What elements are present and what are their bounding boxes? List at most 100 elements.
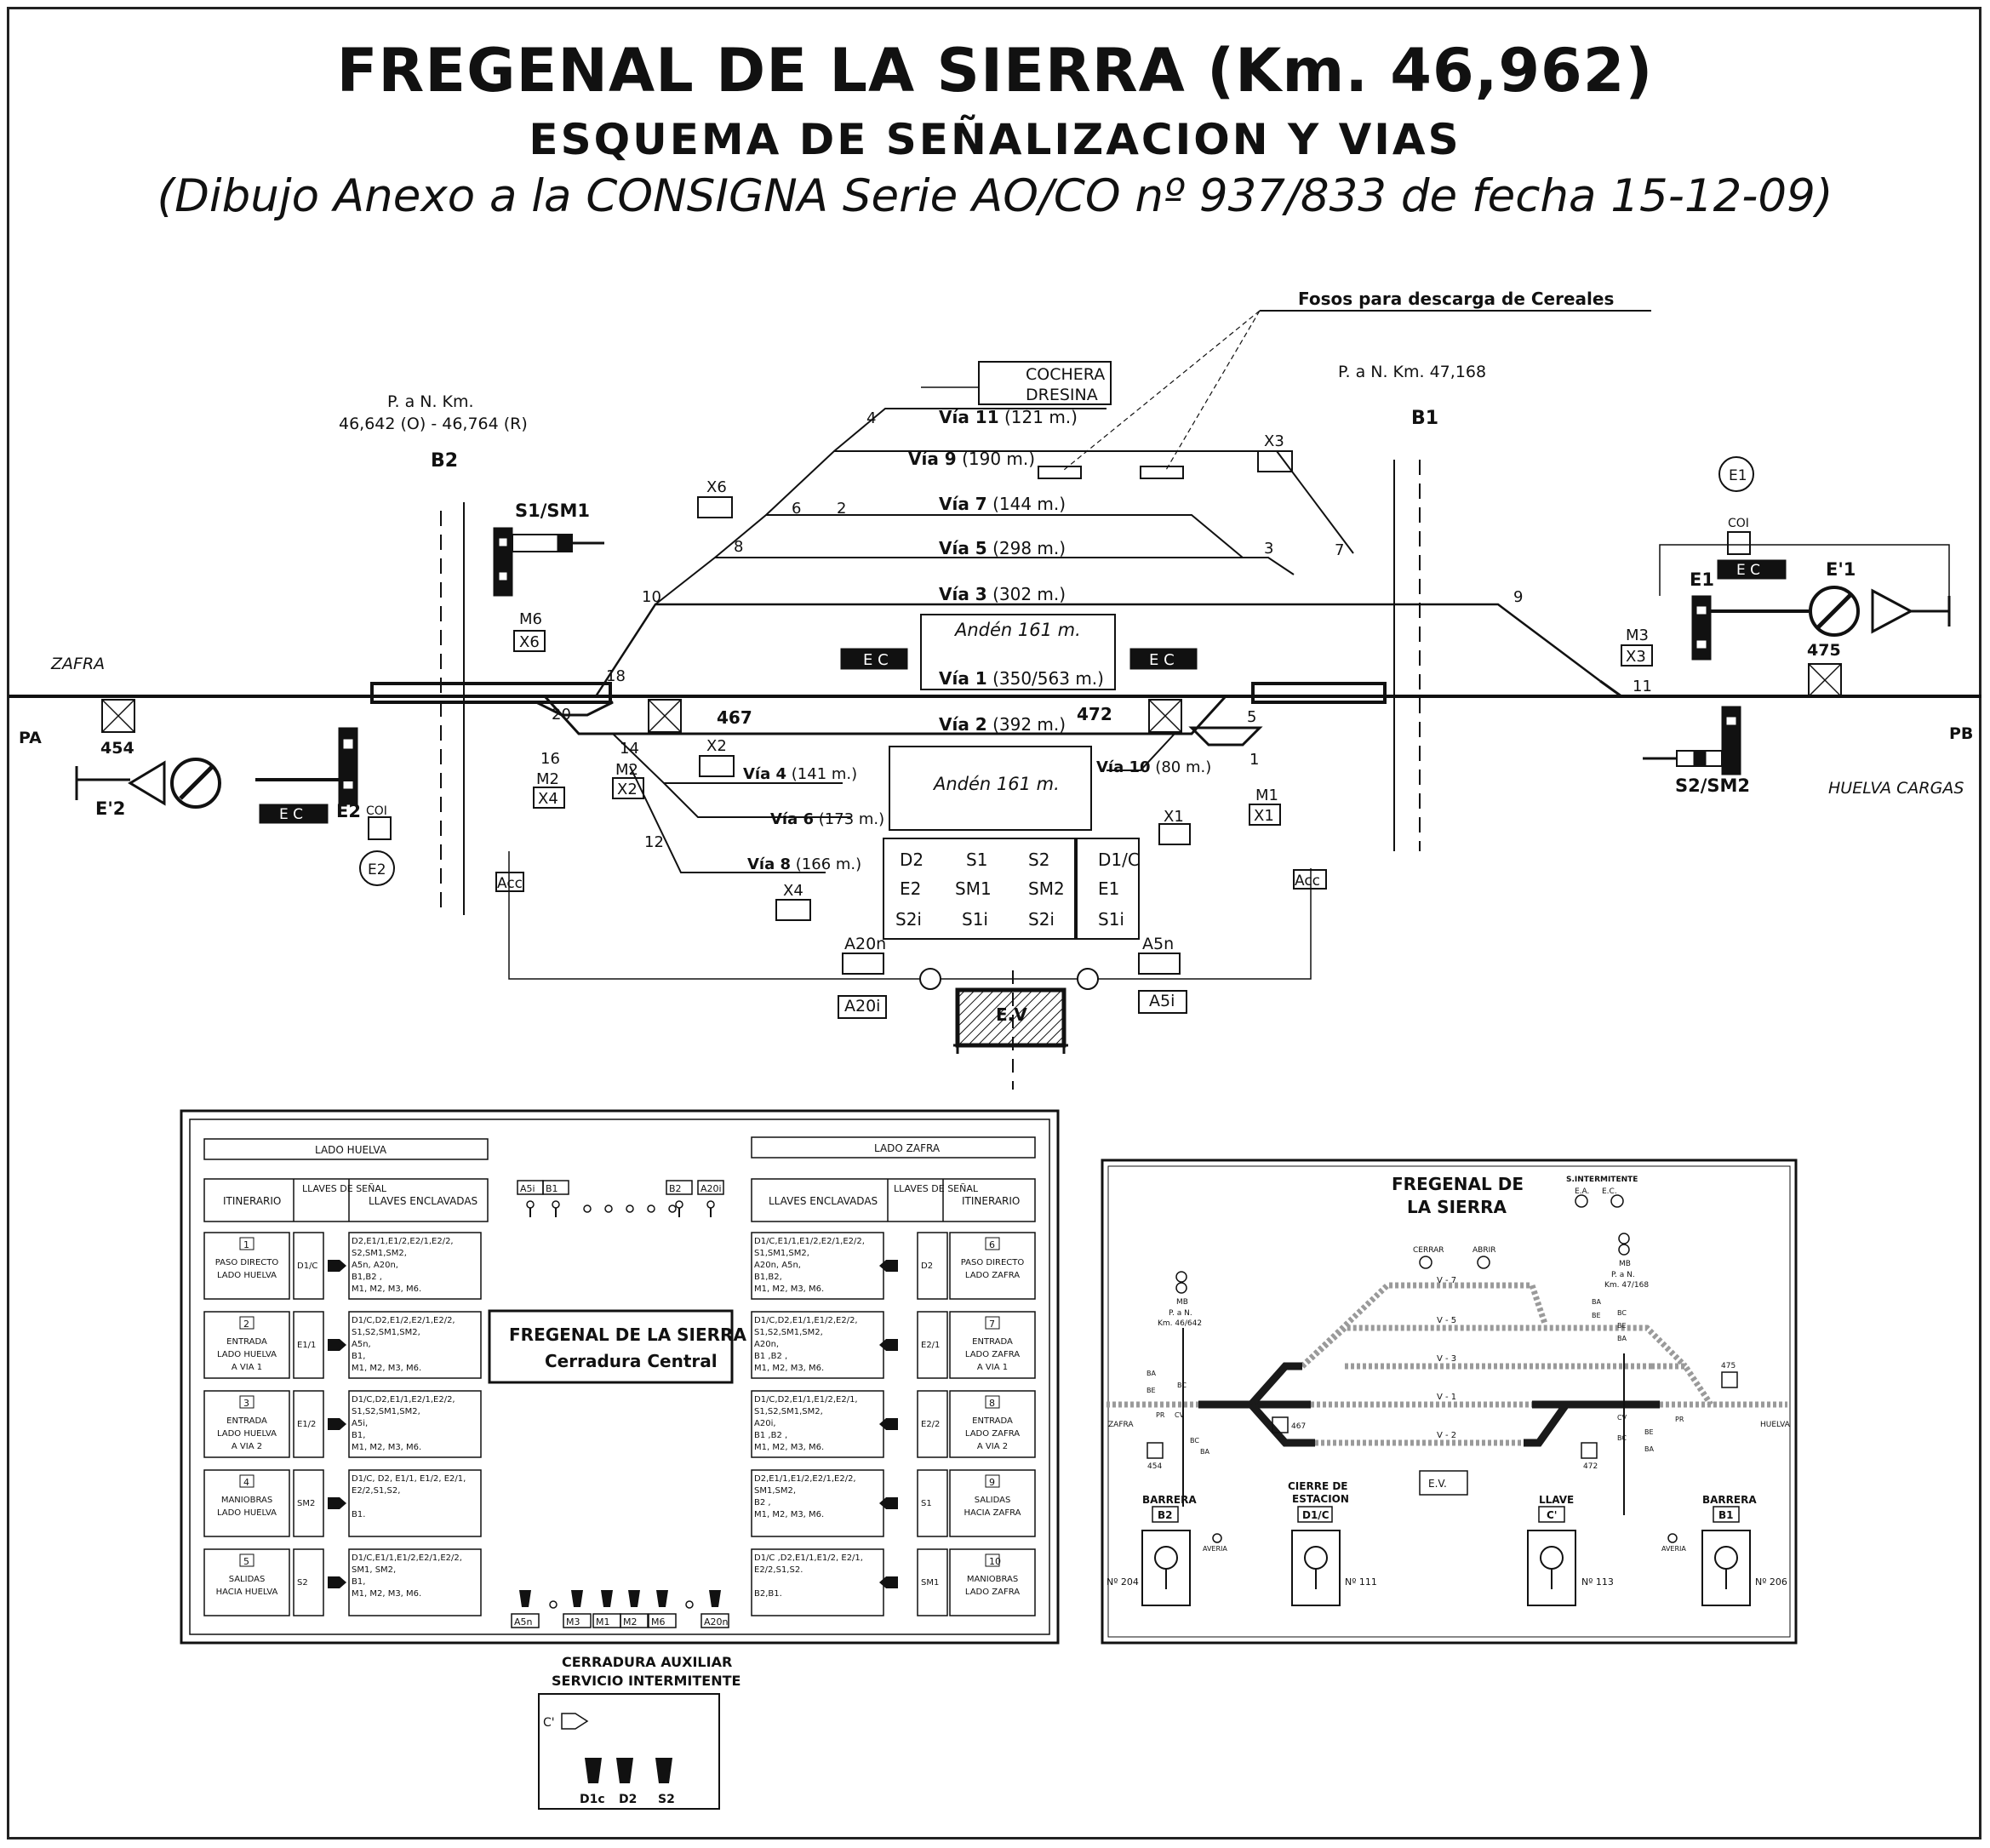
- cp-v2: V - 2: [1437, 1431, 1456, 1440]
- bottom-key-label: A5n: [514, 1616, 533, 1628]
- via-2: [543, 695, 1227, 735]
- cp-cerrar: CERRAR: [1413, 1246, 1444, 1255]
- n454-label: 454: [100, 739, 134, 758]
- lock-row-enclavadas: M1, M2, M3, M6.: [754, 1284, 824, 1294]
- via-6-label: Vía 6 (173 m.): [770, 810, 884, 828]
- top-key-label: A20i: [701, 1183, 722, 1194]
- lock-row-enclavadas: B1,B2,: [754, 1273, 782, 1282]
- switch-20: 20: [552, 706, 571, 724]
- signal-e1-head: [1691, 595, 1712, 661]
- box-x2-top: X2: [706, 737, 727, 755]
- h-llaves-l: LLAVES DE SEÑAL: [302, 1183, 387, 1194]
- lock-row-enclavadas: B2,B1.: [754, 1589, 782, 1599]
- lock-row-enclavadas: S2,SM1,SM2,: [352, 1249, 407, 1258]
- cp-small-7: PR: [1675, 1416, 1684, 1423]
- lock-row-itinerary: ENTRADA: [226, 1416, 267, 1426]
- cp-lock-num-1: Nº 111: [1345, 1576, 1377, 1588]
- switch-3: 3: [1264, 540, 1273, 558]
- lock-row-enclavadas: B1 ,B2 ,: [754, 1352, 787, 1361]
- cp-small-2: BC: [1177, 1382, 1187, 1389]
- drawing-frame: [7, 7, 1981, 1839]
- lock-row-enclavadas: D1/C,D2,E1/1,E1/2,E2/1,: [754, 1395, 858, 1405]
- s1sm1-label: S1/SM1: [515, 501, 590, 521]
- b1-label: B1: [1411, 408, 1438, 429]
- key-icon: [601, 1590, 613, 1607]
- huelva-cargas-label: HUELVA CARGAS: [1828, 779, 1964, 798]
- indicator-dot: [668, 1204, 677, 1213]
- via-5: [655, 557, 1295, 605]
- key-icon: [656, 1590, 668, 1607]
- cp-zafra: ZAFRA: [1108, 1421, 1134, 1429]
- lock-row-enclavadas: S1,S2,SM1,SM2,: [352, 1328, 420, 1337]
- anden-2: [889, 746, 1092, 831]
- aux-key-d2: D2: [619, 1793, 637, 1806]
- consigna-note: (Dibujo Anexo a la CONSIGNA Serie AO/CO …: [157, 170, 1833, 222]
- lock-row-itinerary: A VIA 1: [977, 1363, 1008, 1372]
- kp-left-1: E2: [900, 878, 921, 899]
- kp-right-1: E1: [1098, 878, 1119, 899]
- cp-intermitente: S.INTERMITENTE: [1566, 1176, 1638, 1184]
- switch-7: 7: [1335, 541, 1344, 559]
- key-box-right: [1076, 838, 1140, 940]
- central-lock-text: LADO HUELVA LADO ZAFRA ITINERARIO LLAVES…: [223, 1142, 1020, 1371]
- cp-small-6: PR: [1156, 1411, 1165, 1419]
- n467-label: 467: [717, 707, 752, 728]
- cp-mb-right: MB: [1619, 1260, 1631, 1268]
- lock-row-enclavadas: M1, M2, M3, M6.: [352, 1589, 421, 1599]
- cp-small-8: CV: [1617, 1414, 1627, 1422]
- cp-ev: E.V.: [1428, 1478, 1447, 1490]
- key-icon: [328, 1418, 346, 1430]
- ev-box: [955, 987, 1066, 1048]
- kp-right-2: S1i: [1098, 909, 1124, 930]
- pan-left-1: P. a N. Km.: [387, 392, 474, 411]
- anden-1: [920, 614, 1116, 690]
- ec-mid-left-text2: E C: [863, 651, 889, 669]
- via-6: [663, 782, 851, 818]
- switch-9: 9: [1513, 588, 1523, 606]
- lock-row-itinerary: ENTRADA: [226, 1337, 267, 1347]
- switch-10: 10: [642, 588, 661, 606]
- key-icon: [879, 1576, 898, 1588]
- lock-row-enclavadas: M1, M2, M3, M6.: [352, 1443, 421, 1452]
- cp-averia-r: AVERIA: [1661, 1545, 1686, 1553]
- cp-v1: V - 1: [1437, 1393, 1456, 1402]
- switch-8: 8: [734, 538, 743, 556]
- via-10-label: Vía 10 (80 m.): [1096, 758, 1211, 776]
- switch-11: 11: [1633, 678, 1652, 695]
- indicator-dot: [604, 1204, 613, 1213]
- kp-midb-0: S2: [1028, 850, 1049, 870]
- lock-row-enclavadas: B1,: [352, 1431, 365, 1440]
- kp-mida-2: S1i: [962, 909, 988, 930]
- e1-label: E1: [1690, 569, 1714, 590]
- lock-row-key: E2/1: [921, 1341, 940, 1350]
- a5n-label: A5n: [1142, 935, 1174, 953]
- pan-left-2: 46,642 (O) - 46,764 (R): [339, 415, 528, 433]
- lock-row-itinerary: LADO HUELVA: [217, 1271, 277, 1280]
- track-scheme: [9, 310, 1981, 1090]
- via-11: [833, 408, 1107, 452]
- n475-label: 475: [1807, 641, 1841, 660]
- cp-lock-num-3: Nº 206: [1755, 1576, 1787, 1588]
- h-enclav-r: LLAVES ENCLAVADAS: [769, 1195, 878, 1207]
- box-x3-top: X3: [1264, 432, 1284, 450]
- lock-row-enclavadas: SM1, SM2,: [352, 1565, 396, 1575]
- lock-row-itinerary: ENTRADA: [972, 1337, 1013, 1347]
- lock-row-itinerary: LADO HUELVA: [217, 1429, 277, 1439]
- switch-2: 2: [837, 500, 846, 518]
- key-icon: [879, 1418, 898, 1430]
- anden-1-label: Andén 161 m.: [953, 620, 1081, 640]
- lock-row-itinerary: LADO HUELVA: [217, 1508, 277, 1518]
- cp-small-9: BC: [1617, 1434, 1627, 1442]
- ec-left: [259, 804, 329, 824]
- lock-row-enclavadas: SM1,SM2,: [754, 1486, 796, 1496]
- via-4-label: Vía 4 (141 m.): [743, 765, 857, 783]
- cp-small-10: BE: [1644, 1428, 1654, 1436]
- box-x4-via8: X4: [783, 882, 803, 900]
- lock-row-key: D2: [921, 1262, 933, 1271]
- kp-mida-0: S1: [966, 850, 987, 870]
- lado-zafra: LADO ZAFRA: [874, 1142, 941, 1154]
- h-llaves-r: LLAVES DE SEÑAL: [894, 1183, 979, 1194]
- platform-right: [1251, 682, 1387, 704]
- bottom-key-label: M3: [566, 1616, 580, 1628]
- pan-right: P. a N. Km. 47,168: [1338, 363, 1486, 381]
